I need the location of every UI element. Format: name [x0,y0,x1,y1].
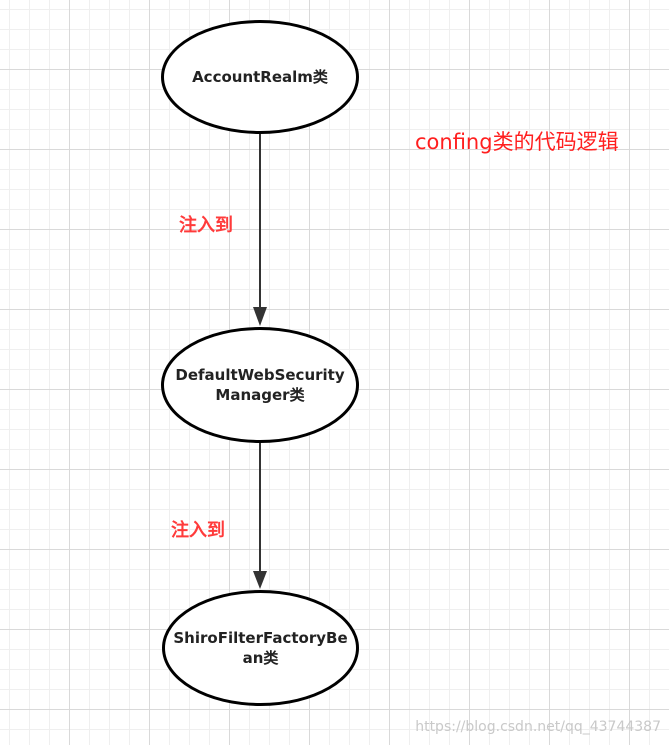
node-account-realm[interactable]: AccountRealm类 [161,20,359,134]
node-label: AccountRealm类 [192,67,328,87]
node-label-line: Manager类 [215,386,305,404]
node-label: ShiroFilterFactoryBe an类 [173,628,347,668]
node-default-web-security-manager[interactable]: DefaultWebSecurity Manager类 [161,327,359,443]
arrowhead-icon [253,571,267,589]
edge-manager-to-factory [253,443,267,589]
watermark: https://blog.csdn.net/qq_43744387 [415,719,661,735]
node-label: DefaultWebSecurity Manager类 [175,365,344,405]
node-label-line: an类 [242,649,279,667]
node-label-line: ShiroFilterFactoryBe [173,629,348,647]
node-label-line: AccountRealm类 [192,68,328,86]
arrowhead-icon [253,307,267,326]
edge-label-inject-into: 注入到 [179,215,233,236]
edge-label-inject-into: 注入到 [171,520,225,541]
edge-realm-to-manager [253,134,267,326]
config-logic-note: confing类的代码逻辑 [415,130,619,154]
node-shiro-filter-factory-bean[interactable]: ShiroFilterFactoryBe an类 [162,590,359,706]
node-label-line: DefaultWebSecurity [175,366,345,384]
